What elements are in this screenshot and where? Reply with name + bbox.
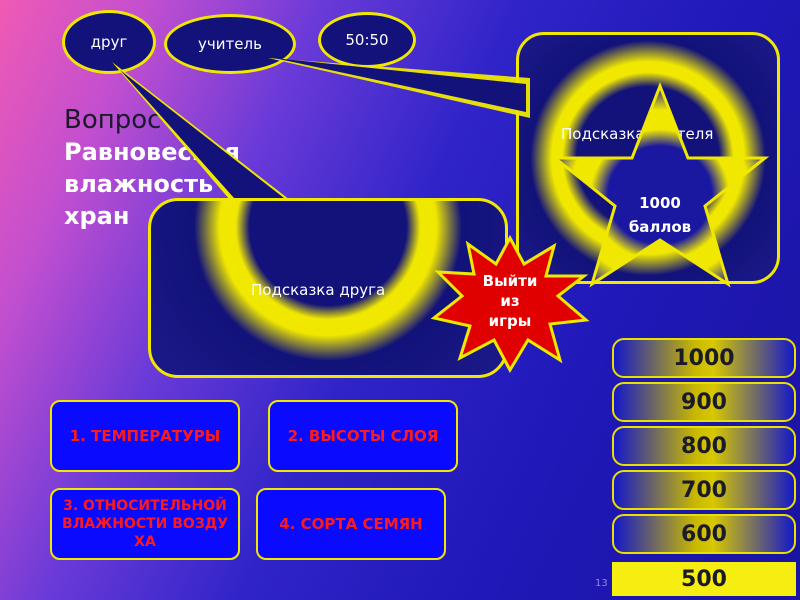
score-row-800: 800 — [612, 426, 796, 466]
question-label: Вопрос — [64, 105, 162, 135]
slide-number: 13 — [595, 578, 608, 589]
star-text-line-2: баллов — [629, 218, 691, 236]
exit-line-1: Выйти — [483, 272, 538, 290]
answer-button-4[interactable]: 4. СОРТА СЕМЯН — [256, 488, 446, 560]
score-value: 900 — [681, 389, 727, 415]
fifty-fifty-button[interactable]: 50:50 — [318, 12, 416, 68]
score-value: 700 — [681, 477, 727, 503]
score-value: 800 — [681, 433, 727, 459]
answer-button-2[interactable]: 2. ВЫСОТЫ СЛОЯ — [268, 400, 458, 472]
question-line-3: хран — [64, 202, 130, 230]
teacher-lifeline-button[interactable]: учитель — [164, 14, 296, 74]
teacher-callout-pointer-inner — [274, 58, 526, 112]
score-row-700: 700 — [612, 470, 796, 510]
reward-star-icon: 1000 баллов — [550, 81, 770, 288]
friend-callout-pointer — [112, 62, 290, 200]
friend-hint-caption: Подсказка друга — [251, 281, 386, 299]
exit-line-2: из — [500, 292, 519, 310]
friend-callout-pointer-inner — [120, 70, 284, 198]
answer-button-3[interactable]: 3. ОТНОСИТЕЛЬНОЙ ВЛАЖНОСТИ ВОЗДУХА — [50, 488, 240, 560]
score-row-current: 500 — [612, 562, 796, 596]
exit-line-3: игры — [489, 312, 532, 330]
score-row-600: 600 — [612, 514, 796, 554]
star-text-line-1: 1000 — [639, 194, 681, 212]
answer-text-4: 4. СОРТА СЕМЯН — [279, 515, 423, 533]
score-row-900: 900 — [612, 382, 796, 422]
teacher-lifeline-label: учитель — [198, 35, 262, 53]
answer-text-1: 1. ТЕМПЕРАТУРЫ — [69, 427, 221, 445]
answer-text-3: 3. ОТНОСИТЕЛЬНОЙ ВЛАЖНОСТИ ВОЗДУХА — [61, 498, 229, 550]
friend-lifeline-button[interactable]: друг — [62, 10, 156, 74]
current-score-value: 500 — [681, 566, 727, 592]
friend-lifeline-label: друг — [90, 33, 128, 51]
question-line-2: влажность — [64, 170, 214, 198]
fifty-fifty-label: 50:50 — [345, 31, 389, 49]
score-value: 1000 — [673, 345, 735, 371]
answer-text-2: 2. ВЫСОТЫ СЛОЯ — [287, 427, 439, 445]
friend-hint-panel: Подсказка друга — [148, 198, 508, 378]
score-row-1000: 1000 — [612, 338, 796, 378]
score-value: 600 — [681, 521, 727, 547]
answer-button-1[interactable]: 1. ТЕМПЕРАТУРЫ — [50, 400, 240, 472]
teacher-callout-pointer — [268, 58, 530, 118]
exit-game-button[interactable]: Выйти из игры — [430, 234, 590, 374]
